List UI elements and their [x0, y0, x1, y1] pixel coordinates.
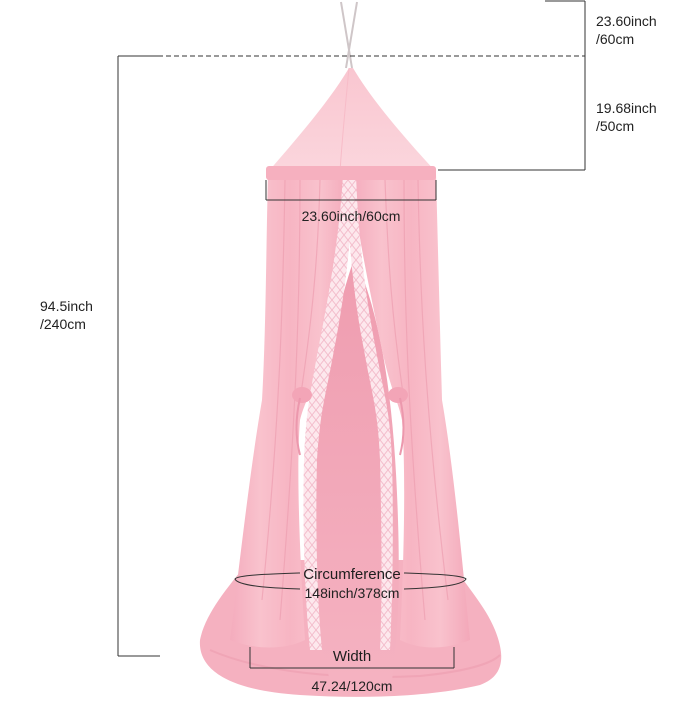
lace-trim-right: [346, 174, 393, 650]
total-height-value: 94.5inch: [40, 298, 93, 314]
crown-height-value: 19.68inch: [596, 100, 657, 116]
circumference-value: 148inch/378cm: [304, 585, 400, 601]
crown-height-unit: /50cm: [596, 118, 635, 134]
curtain-left-panel: [230, 174, 350, 648]
width-value: 47.24/120cm: [311, 678, 393, 694]
curtain-folds: [261, 179, 449, 621]
canopy-crown: [268, 68, 436, 172]
top-length-unit: /60cm: [596, 31, 635, 47]
total-height-unit: /240cm: [40, 316, 86, 332]
tie-back-right: [388, 387, 408, 456]
top-length-value: 23.60inch: [596, 13, 657, 29]
canopy-ring-band: [266, 166, 436, 180]
width-title: Width: [332, 648, 372, 665]
circumference-title: Circumference: [303, 566, 401, 583]
dimension-lines: [117, 0, 586, 669]
lace-trim-left: [303, 174, 354, 650]
curtain-right-panel: [352, 174, 470, 648]
tie-back-left: [292, 387, 312, 456]
hanging-rope: [340, 1, 358, 69]
ring-diameter-label: 23.60inch/60cm: [301, 208, 401, 224]
